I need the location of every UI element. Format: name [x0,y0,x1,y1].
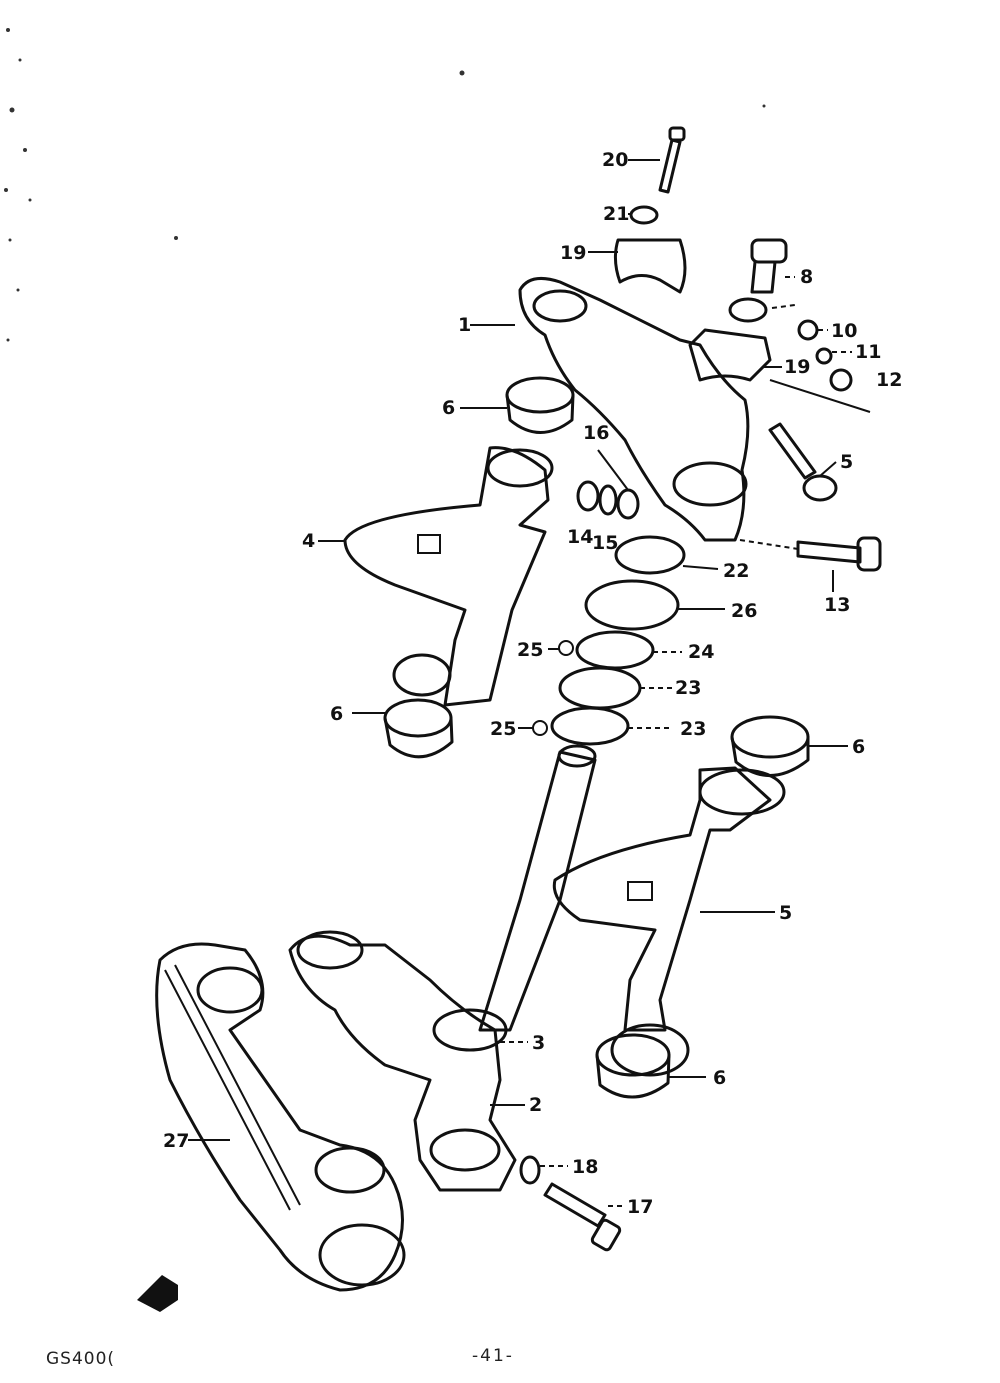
bracket-5-upper-ring [698,768,786,816]
callout-13: 13 [824,594,850,616]
page-number: -41- [472,1346,514,1366]
model-code-label: GS400( [46,1349,116,1369]
washer-9 [728,297,768,323]
scan-noise [4,28,766,342]
callout-3: 3 [532,1032,545,1054]
callout-26: 26 [731,600,757,622]
callout-23-lower: 23 [680,718,706,740]
washer-18 [519,1155,541,1185]
callout-18: 18 [572,1156,598,1178]
steering-cover-27 [155,942,406,1292]
upper-bracket-hole-right [672,461,748,507]
arrow-front-icon [137,1275,178,1312]
cap-6-bottom-right [595,1033,671,1099]
callout-1: 1 [458,314,471,336]
callout-25-lower: 25 [490,718,516,740]
bolt-20 [658,126,686,194]
upper-bracket-hole-left [532,289,588,323]
handlebar-clamp-19-lower [688,328,772,382]
upper-bracket-1 [518,276,750,542]
callout-25-upper: 25 [517,639,543,661]
lower-bracket-hole-left [296,930,364,970]
callout-17: 17 [627,1196,653,1218]
washer-11 [815,347,833,365]
bolt-17 [543,1182,622,1252]
washer-21 [629,205,659,225]
callout-6-top-right: 6 [852,736,865,758]
callout-5-bracket: 5 [779,902,792,924]
bracket-4-lower-ring [392,653,452,697]
callout-6-top-left: 6 [442,397,455,419]
bracket-4-slot [417,534,441,554]
cap-12 [829,368,853,392]
callout-23-upper: 23 [675,677,701,699]
callout-6-lower-left: 6 [330,703,343,725]
callout-8: 8 [800,266,813,288]
cap-6-lower-left [383,698,454,759]
bolt-8 [750,238,788,294]
callout-12: 12 [876,369,902,391]
callout-2: 2 [529,1094,542,1116]
bracket-4-upper-ring [486,448,554,488]
callout-15: 15 [592,532,618,554]
callout-16: 16 [583,422,609,444]
nut-10 [797,319,819,341]
cap-6-top-left [505,376,575,434]
callout-4: 4 [302,530,315,552]
callout-6-bottom-right: 6 [713,1067,726,1089]
callout-24: 24 [688,641,714,663]
callout-19-upper: 19 [560,242,586,264]
nuts-14-15 [576,480,640,520]
callout-labels: 20 21 19 8 10 11 12 1 19 6 16 5 14 15 4 … [163,149,902,1218]
bolt-5-small [768,422,838,502]
bearing-stack [532,535,686,746]
callout-21: 21 [603,203,629,225]
bracket-5-lower-ring [610,1023,690,1077]
bracket-5-slot [627,881,653,901]
handlebar-clamp-19-upper [613,238,687,294]
callout-5-small: 5 [840,451,853,473]
headlight-bracket-4 [343,446,550,707]
callout-19-lower: 19 [784,356,810,378]
headlight-bracket-5 [552,766,772,1032]
callout-20: 20 [602,149,628,171]
callout-27: 27 [163,1130,189,1152]
leader-lines [188,159,871,1207]
lower-bracket-hole-right [429,1128,501,1172]
steering-stem-3 [432,744,597,1052]
bolt-13 [796,536,882,572]
callout-10: 10 [831,320,857,342]
callout-22: 22 [723,560,749,582]
cap-6-top-right [730,715,810,777]
lower-bracket-2 [288,934,517,1192]
callout-14: 14 [567,526,593,548]
callout-11: 11 [855,341,881,363]
